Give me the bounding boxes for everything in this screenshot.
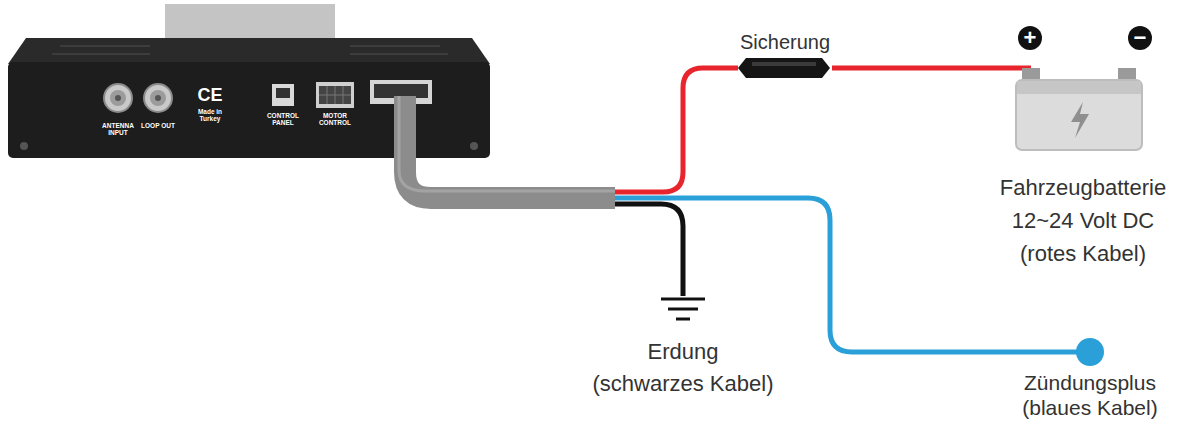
ground-label: Erdung (schwarzes Kabel) (591, 336, 775, 400)
ground: Erdung (schwarzes Kabel) (591, 296, 775, 404)
fuse-body (738, 58, 830, 78)
f-connector-pin (155, 95, 161, 101)
port-label: MOTOR CONTROL (315, 112, 355, 127)
ce-mark: CE (190, 86, 230, 104)
f-connector-inner (110, 90, 126, 106)
ignition-label: Zündungsplus (blaues Kabel) (995, 370, 1185, 420)
port-label: LOOP OUT (138, 122, 178, 129)
ground-symbol (661, 299, 705, 319)
blue-wire-stub (995, 350, 1078, 355)
minus-pole: − (1128, 26, 1152, 50)
rj-jack (272, 84, 294, 106)
cable-jacket (405, 96, 615, 198)
receiver-unit: ANTENNA INPUTLOOP OUT CE Made in Turkey CON… (8, 28, 490, 158)
vehicle-battery: + − Fahrzeugbatterie 12~24 Volt DC (rotes … (978, 20, 1188, 272)
cooling-fins (52, 46, 448, 54)
fuse-highlight (752, 62, 816, 66)
port-label: ANTENNA INPUT (98, 122, 138, 137)
cable-wire (832, 66, 978, 71)
battery-label: Fahrzeugbatterie 12~24 Volt DC (rotes Ka… (983, 171, 1183, 270)
rj-jack-opening (276, 88, 290, 98)
motor-port (316, 82, 354, 108)
cable-wire (405, 158, 683, 296)
terminal-dot (1076, 338, 1104, 366)
power-port-opening (374, 84, 428, 98)
device-front (8, 62, 490, 158)
f-connector (104, 84, 132, 112)
screw (470, 142, 478, 150)
port-label: CONTROL PANEL (263, 112, 303, 127)
screw (20, 142, 28, 150)
plus-pole: + (1018, 26, 1042, 50)
ignition-terminal: Zündungsplus (blaues Kabel) (995, 336, 1185, 422)
origin-label: Made in Turkey (193, 108, 227, 123)
fuse: Sicherung (738, 30, 832, 80)
cable-highlight (399, 96, 615, 191)
motor-port-opening (319, 86, 351, 104)
lightning-icon (1071, 102, 1089, 138)
f-connector-inner (150, 90, 166, 106)
battery-lid (1017, 81, 1141, 94)
motor-port-pins (319, 86, 351, 104)
cable-wire (405, 68, 738, 192)
f-connector-pin (115, 95, 121, 101)
device-top (8, 38, 490, 64)
fuse-label: Sicherung (738, 30, 832, 54)
f-connector (144, 84, 172, 112)
battery-body (1016, 80, 1142, 150)
